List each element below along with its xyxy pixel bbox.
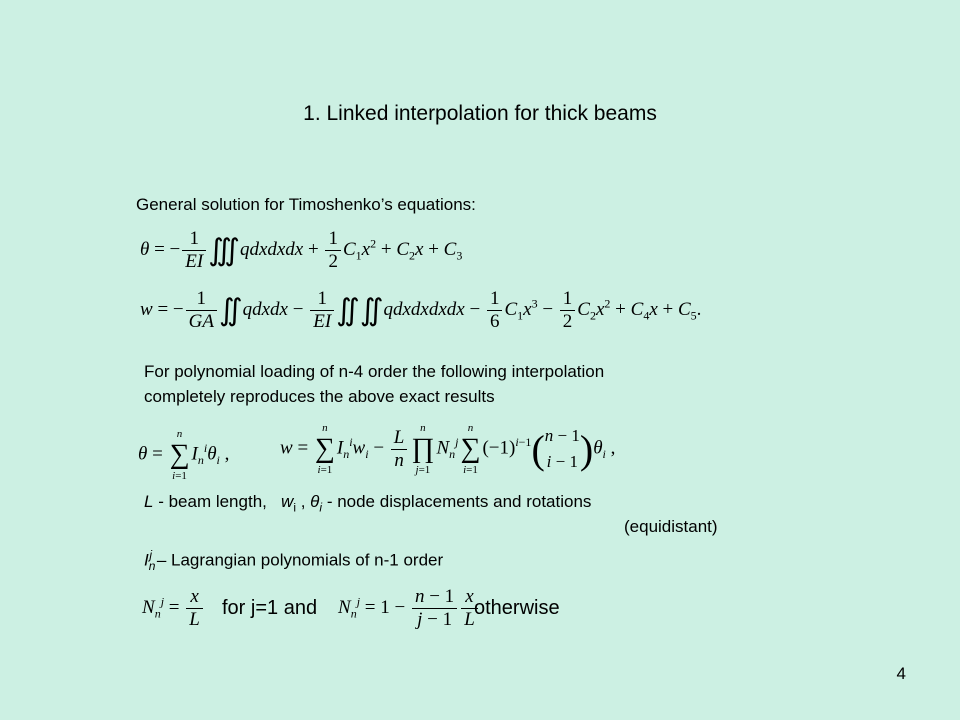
interpolation-theta: θ = n∑i=1Iniθi ,: [138, 428, 230, 482]
lagrangian-description: – Lagrangian polynomials of n-1 order: [152, 550, 444, 570]
L-symbol: L: [144, 492, 154, 511]
w-subscript: i: [293, 500, 296, 515]
symbol-legend-line: L - beam length, wi , θi - node displace…: [144, 492, 592, 515]
slide-title: 1. Linked interpolation for thick beams: [303, 102, 657, 125]
polynomial-line-2: completely reproduces the above exact re…: [144, 387, 495, 406]
for-j1-and-label: for j=1 and: [222, 597, 318, 619]
I-subscript: n: [148, 559, 156, 574]
polynomial-line-1: For polynomial loading of n-4 order the …: [144, 362, 605, 381]
w-symbol: w: [281, 492, 294, 511]
otherwise-label: otherwise: [474, 597, 560, 619]
L-description: - beam length,: [153, 492, 267, 511]
I-symbol: I: [144, 550, 149, 570]
page-number: 4: [896, 664, 906, 683]
lagrangian-line: Inj – Lagrangian polynomials of n-1 orde…: [144, 543, 443, 578]
general-solution-label: General solution for Timoshenko’s equati…: [136, 195, 476, 214]
theta-symbol: θ: [310, 492, 320, 511]
equidistant-note: (equidistant): [624, 517, 718, 536]
I-superscript: j: [149, 548, 153, 562]
theta-subscript: i: [319, 500, 323, 515]
node-description: - node displacements and rotations: [326, 492, 592, 511]
